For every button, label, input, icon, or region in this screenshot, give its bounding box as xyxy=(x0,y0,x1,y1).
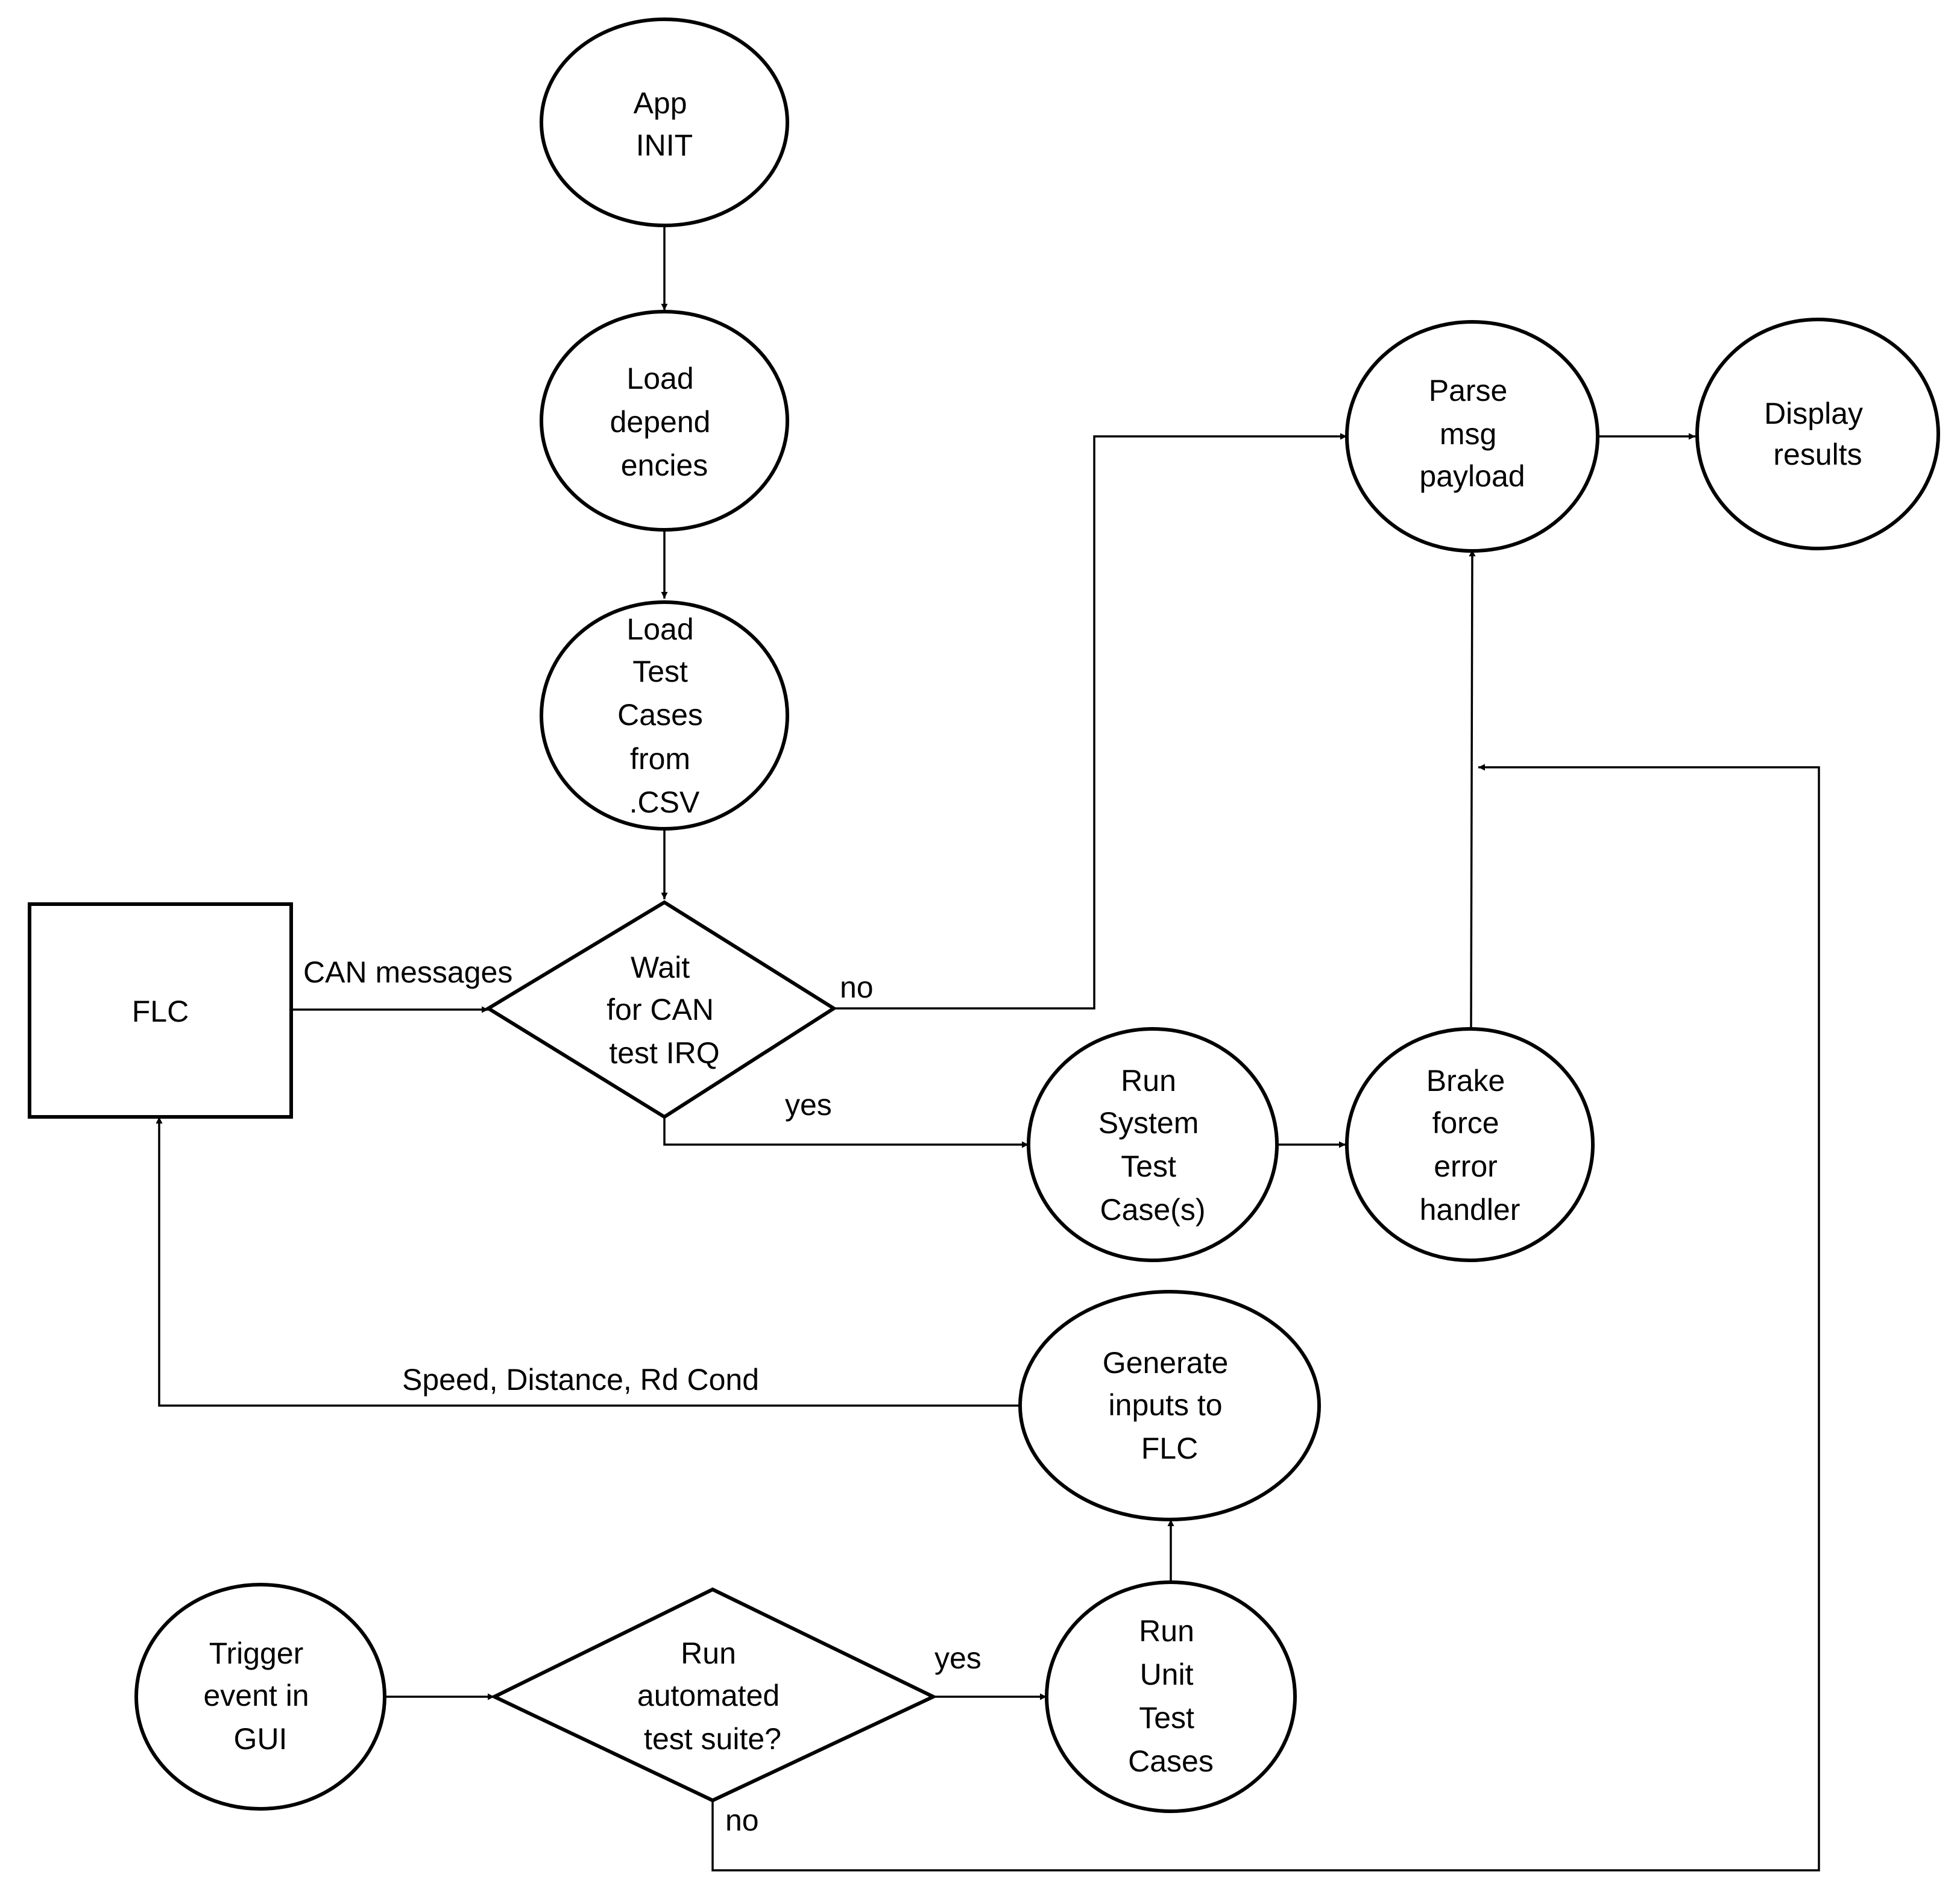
edge-label-can-messages: CAN messages xyxy=(303,955,512,989)
edge-label-automated-yes: yes xyxy=(934,1641,982,1675)
label-run-unit-tests: Run Unit Test Cases xyxy=(1128,1614,1214,1778)
label-load-dependencies: Load depend encies xyxy=(610,362,719,482)
node-load-dependencies xyxy=(540,310,789,532)
label-display-results: Display results xyxy=(1764,397,1871,471)
edge-label-wait-yes: yes xyxy=(785,1088,832,1122)
node-run-unit-tests xyxy=(1045,1580,1297,1813)
label-run-system-tests: Run System Test Case(s) xyxy=(1098,1064,1208,1227)
arrow-brake-to-parse xyxy=(1469,549,1476,1029)
label-brake-force-handler: Brake force error handler xyxy=(1420,1064,1520,1227)
label-trigger-event: Trigger event in GUI xyxy=(203,1636,317,1756)
edge-labels: CAN messages no yes Speed, Distance, Rd … xyxy=(303,955,982,1837)
node-brake-force-handler xyxy=(1345,1027,1595,1262)
node-generate-inputs xyxy=(1018,1290,1321,1521)
arrow-wait-no-to-parse xyxy=(834,433,1347,1010)
node-app-init xyxy=(540,17,789,227)
node-flc xyxy=(28,902,293,1119)
label-app-init: App INIT xyxy=(634,86,696,162)
node-load-test-cases xyxy=(540,600,789,831)
edge-label-wait-no: no xyxy=(840,970,874,1004)
node-parse-payload xyxy=(1345,320,1599,553)
label-generate-inputs: Generate inputs to FLC xyxy=(1103,1346,1237,1465)
edge-label-automated-no: no xyxy=(725,1803,759,1837)
arrow-generate-to-flc xyxy=(156,1117,1019,1407)
node-run-system-tests xyxy=(1027,1027,1279,1262)
label-run-automated: Run automated test suite? xyxy=(637,1636,788,1756)
node-run-automated-decision xyxy=(490,1587,937,1803)
node-wait-can-decision xyxy=(485,900,837,1119)
label-flc: FLC xyxy=(132,995,189,1028)
shapes xyxy=(28,17,1940,1813)
label-wait-can: Wait for CAN test IRQ xyxy=(607,951,722,1070)
node-display-results xyxy=(1695,318,1940,550)
arrow-automated-no-to-brake-path xyxy=(711,764,1820,1872)
node-trigger-event xyxy=(134,1583,386,1811)
label-load-test-cases: Load Test Cases from .CSV xyxy=(617,612,711,819)
arrow-wait-yes-to-system xyxy=(663,1117,1029,1148)
node-labels: App INIT Load depend encies Load Test Ca… xyxy=(132,86,1871,1778)
edge-label-speed-distance: Speed, Distance, Rd Cond xyxy=(402,1363,759,1397)
label-parse-payload: Parse msg payload xyxy=(1419,374,1525,493)
connectors xyxy=(156,225,1820,1872)
